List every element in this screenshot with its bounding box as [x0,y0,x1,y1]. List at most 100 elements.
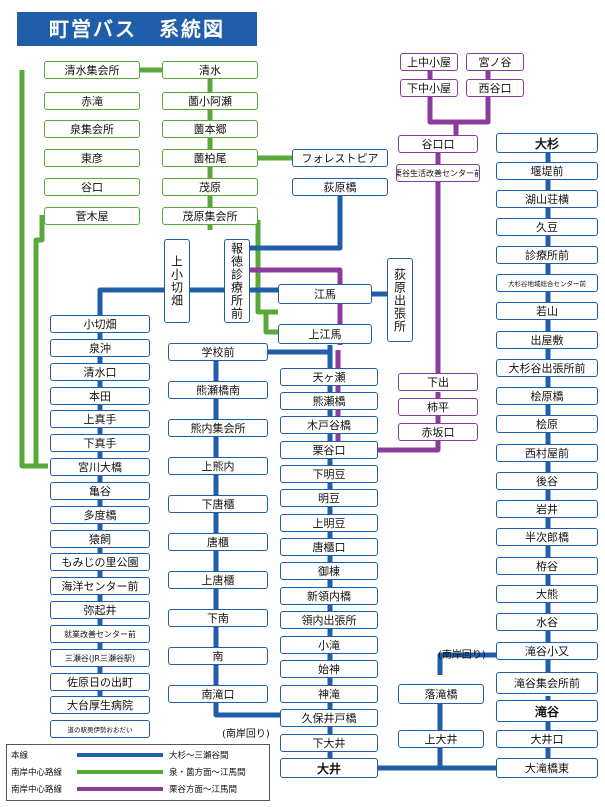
stop-forest-pia[interactable]: フォレストピア [292,149,388,167]
stop-shinryoshomae[interactable]: 診療所前 [496,246,598,264]
stop-shimooi[interactable]: 下大井 [280,734,378,752]
stop-kuridanguchi[interactable]: 栗谷口 [280,441,378,459]
stop-shimizuguchi[interactable]: 清水口 [50,363,150,381]
stop-momiji[interactable]: もみじの里公園 [50,553,150,571]
stop-hinohara[interactable]: 桧原 [496,415,598,433]
stop-kakihira[interactable]: 柿平 [398,398,478,416]
stop-tadobashi[interactable]: 多度橋 [50,506,150,524]
stop-oi[interactable]: 大井 [280,758,378,778]
stop-gakko[interactable]: 学校前 [168,343,268,361]
stop-karato[interactable]: 唐櫃 [168,533,268,551]
stop-kuhoido[interactable]: 久保井戸橋 [280,709,378,727]
stop-okuma[interactable]: 大熊 [496,585,598,603]
stop-sono-koaze[interactable]: 薗小阿瀬 [162,92,258,110]
stop-sono-hongo[interactable]: 薗本郷 [162,120,258,138]
stop-mohara-shukaijo[interactable]: 茂原集会所 [162,207,258,225]
stop-hinoharabashi[interactable]: 桧原橋 [496,387,598,405]
stop-kamikumanouchi[interactable]: 上熊内 [168,457,268,475]
stop-kamikarato[interactable]: 上唐櫃 [168,571,268,589]
stop-miyanotani[interactable]: 宮ノ谷 [466,53,524,71]
stop-minami[interactable]: 南 [168,647,268,665]
stop-shimizu[interactable]: 清水 [162,61,258,79]
stop-kidotanibashi[interactable]: 木戸谷橋 [280,416,378,434]
stop-miyagawa-ohashi[interactable]: 宮川大橋 [50,458,150,476]
stop-kotaki[interactable]: 小滝 [280,636,378,654]
stop-kumanouchi-shukaijo[interactable]: 熊内集会所 [168,419,268,437]
stop-ogiwara-shucho[interactable]: 荻原出張所 [387,258,413,342]
stop-hotoku[interactable]: 報徳診療所前 [224,239,250,323]
stop-nangankoguchi[interactable]: 南滝口 [168,685,268,703]
stop-shimonakagoya[interactable]: 下中小屋 [400,79,458,97]
stop-shimominami[interactable]: 下南 [168,609,268,627]
stop-sugekiya[interactable]: 菅木屋 [44,207,140,225]
stop-sugitani[interactable]: 栫谷 [496,557,598,575]
stop-kamikonagi[interactable]: 上小切畑 [164,239,190,323]
stop-hanjiro[interactable]: 半次郎橋 [496,528,598,546]
stop-taniguchi-left[interactable]: 谷口 [44,178,140,196]
legend-route: 大杉～三瀬谷間 [169,751,229,761]
stop-kumasebashi[interactable]: 熊瀬橋 [280,392,378,410]
stop-misoma[interactable]: 御棟 [280,562,378,580]
stop-misedani[interactable]: 三瀬谷(JR三瀬谷駅) [50,649,150,667]
stop-shimokarato[interactable]: 下唐櫃 [168,495,268,513]
stop-deyashiki[interactable]: 出屋敷 [496,331,598,349]
stop-kamimate[interactable]: 上真手 [50,410,150,428]
stop-kosanso[interactable]: 湖山荘横 [496,190,598,208]
stop-kumasebashi-minami[interactable]: 熊瀬橋南 [168,381,268,399]
stop-sahara[interactable]: 佐原日の出町 [50,673,150,691]
stop-osugi[interactable]: 大杉 [496,133,598,153]
stop-kametani[interactable]: 亀谷 [50,482,150,500]
stop-izumi-shukaijo[interactable]: 泉集会所 [44,120,140,138]
stop-kamioi[interactable]: 上大井 [398,730,484,748]
stop-kamitaki[interactable]: 神滝 [280,685,378,703]
stop-shimomate[interactable]: 下真手 [50,434,150,452]
stop-kaiyo[interactable]: 海洋センター前 [50,577,150,595]
stop-nishitaniguchi[interactable]: 西谷口 [466,79,524,97]
stop-izumioki[interactable]: 泉沖 [50,339,150,357]
stop-shimizu-shukaijo[interactable]: 清水集会所 [44,61,140,79]
stop-akataki[interactable]: 赤滝 [44,92,140,110]
stop-ema[interactable]: 江馬 [278,284,372,304]
stop-kaminakagoya[interactable]: 上中小屋 [400,53,458,71]
stop-shimoakemame[interactable]: 下明豆 [280,465,378,483]
stop-konagi[interactable]: 小切畑 [50,315,150,333]
note-nangan-right: (南岸回り) [438,650,486,661]
stop-ochiai[interactable]: 落滝橋 [398,684,484,704]
stop-iwai[interactable]: 岩井 [496,500,598,518]
stop-taniguchi-right[interactable]: 谷口口 [398,135,478,153]
stop-kamiakemame[interactable]: 上明豆 [280,514,378,532]
stop-nishimuraya[interactable]: 西村屋前 [496,444,598,462]
stop-wakayama[interactable]: 若山 [496,302,598,320]
stop-sono-kashiwao[interactable]: 薗柏尾 [162,149,258,167]
stop-akasakaguchi[interactable]: 赤坂口 [398,423,478,441]
stop-oiguchi[interactable]: 大井口 [496,730,598,748]
stop-osugi-shucho[interactable]: 大杉谷出張所前 [496,359,598,377]
stop-shimode[interactable]: 下出 [398,373,478,391]
stop-ogiwara-bashi[interactable]: 荻原橋 [292,178,388,196]
stop-michinoeki[interactable]: 道の駅奥伊勢おおだい [50,720,150,738]
stop-akemame[interactable]: 明豆 [280,489,378,507]
stop-gotani[interactable]: 後谷 [496,472,598,490]
stop-amagase[interactable]: 天ヶ瀬 [280,368,378,386]
stop-ryonai-shucho[interactable]: 領内出張所 [280,611,378,629]
stop-takidani-komata[interactable]: 滝谷小又 [496,642,598,660]
stop-kumame[interactable]: 久豆 [496,218,598,236]
stop-karatoguchi[interactable]: 唐櫃口 [280,538,378,556]
stop-kamiema[interactable]: 上江馬 [278,324,372,344]
stop-takidani-shukaijo[interactable]: 滝谷集会所前 [496,672,598,694]
stop-takidani[interactable]: 滝谷 [496,700,598,722]
stop-sarugai[interactable]: 猿飼 [50,530,150,548]
stop-otakibashi-higashi[interactable]: 大滝橋東 [496,758,598,778]
stop-higashihiko[interactable]: 東彦 [44,149,140,167]
stop-mizutani[interactable]: 水谷 [496,613,598,631]
stop-entei[interactable]: 堰堤前 [496,162,598,180]
stop-osugi-center[interactable]: 大杉谷地域総合センター前 [496,274,598,292]
stop-shinryo[interactable]: 新領内橋 [280,587,378,605]
stop-odai-hospital[interactable]: 大台厚生病院 [50,696,150,714]
stop-kuridani-center[interactable]: 栗谷生活改善センター前 [396,164,480,182]
stop-honden[interactable]: 本田 [50,387,150,405]
stop-shugyo[interactable]: 就業改善センター前 [50,625,150,643]
stop-yakii[interactable]: 弥起井 [50,601,150,619]
stop-shigami[interactable]: 始神 [280,660,378,678]
stop-mohara[interactable]: 茂原 [162,178,258,196]
